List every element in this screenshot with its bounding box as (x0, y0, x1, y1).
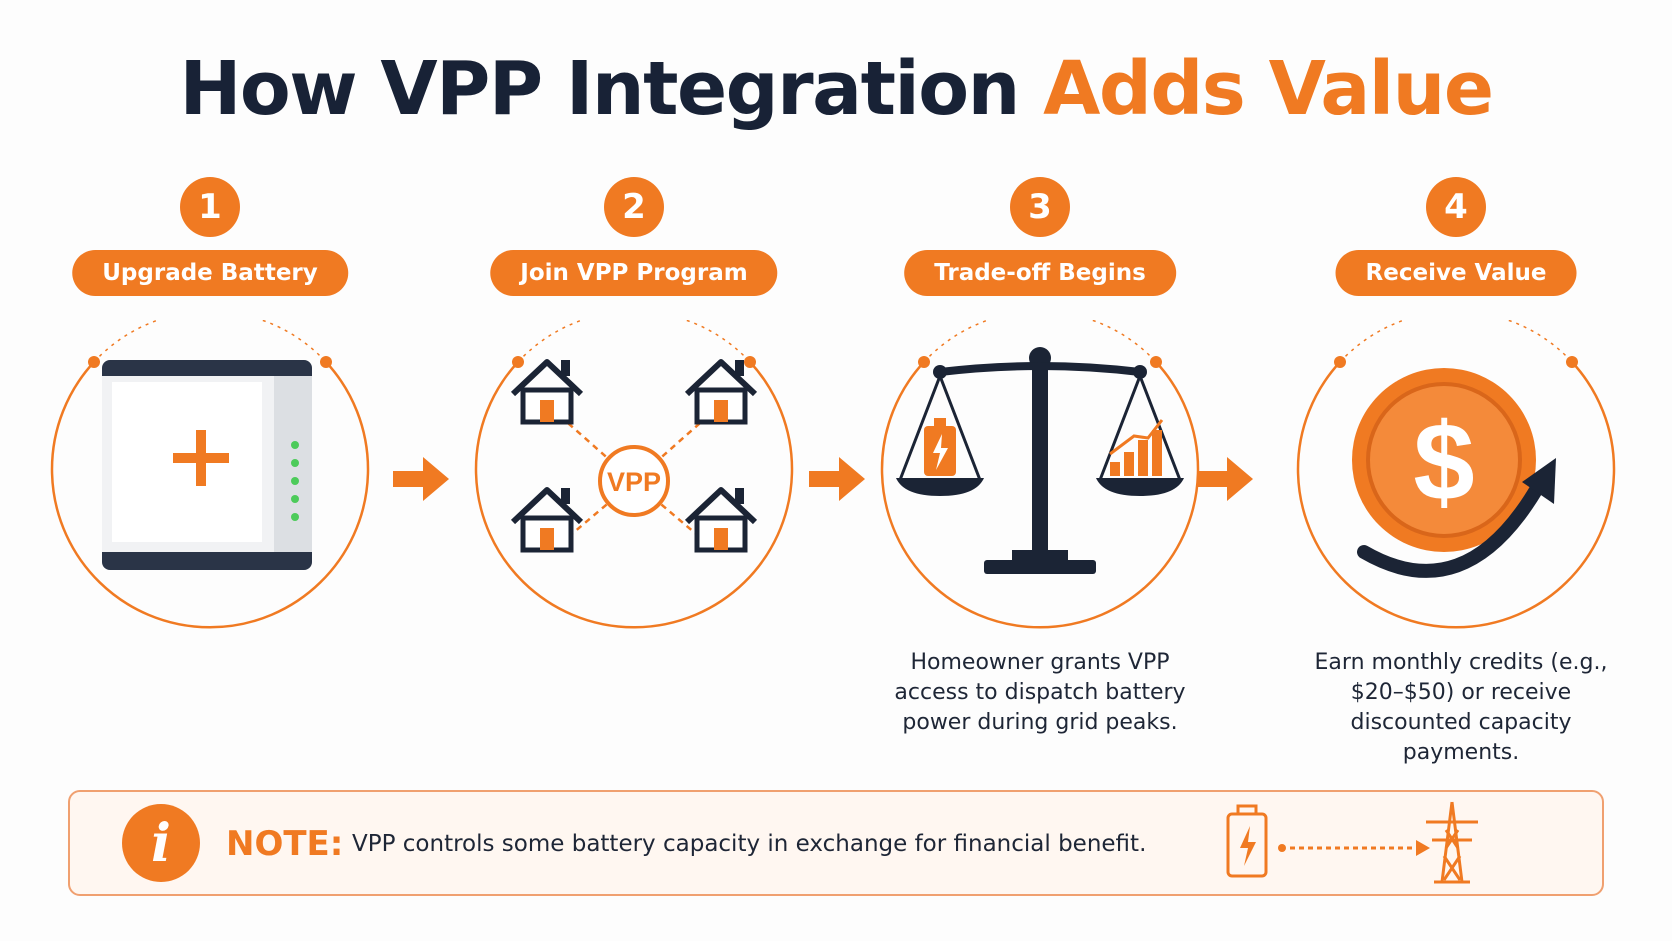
step-4: 4 Receive Value $ Earn monthly credits (… (1246, 0, 1666, 941)
house-icon (684, 487, 758, 553)
step-number: 2 (604, 177, 664, 237)
step-ring (880, 320, 1200, 629)
step-description: Earn monthly credits (e.g., $20–$50) or … (1314, 650, 1608, 765)
note-text: VPP controls some battery capacity in ex… (352, 831, 1147, 857)
title-accent: Adds Value (1043, 46, 1494, 132)
step-label: Upgrade Battery (72, 250, 348, 296)
vpp-hub-label: VPP (607, 467, 661, 497)
battery-to-grid-icon (1226, 801, 1478, 884)
svg-text:$: $ (1413, 401, 1474, 524)
flow-arrow-1 (393, 455, 451, 507)
flow-arrow-2 (809, 455, 867, 507)
flow-arrow-3 (1197, 455, 1255, 507)
title-main: How VPP Integration (179, 46, 1020, 132)
house-icon (510, 487, 584, 553)
page-title: How VPP Integration Adds Value (0, 44, 1672, 134)
note-label: NOTE: (226, 824, 344, 864)
step-ring (50, 320, 370, 629)
dollar-coin-icon: $ (1352, 368, 1556, 578)
vpp-network-icon: VPP (510, 359, 758, 553)
step-2: 2 Join VPP Program (424, 0, 844, 941)
step-label: Trade-off Begins (904, 250, 1176, 296)
bar-chart-icon (1109, 419, 1164, 476)
note-box: i NOTE: VPP controls some battery capaci… (68, 790, 1604, 896)
step-3: 3 Trade-off Begins (830, 0, 1250, 941)
step-label: Join VPP Program (490, 250, 778, 296)
step-ring: $ (1296, 320, 1616, 629)
step-number: 1 (180, 177, 240, 237)
info-icon: i (122, 804, 200, 882)
step-label: Receive Value (1335, 250, 1577, 296)
house-icon (510, 359, 584, 425)
step-number: 3 (1010, 177, 1070, 237)
step-description: Homeowner grants VPP access to dispatch … (894, 650, 1186, 735)
step-number: 4 (1426, 177, 1486, 237)
power-tower-icon (1426, 801, 1478, 884)
battery-icon (924, 418, 956, 476)
battery-icon (1226, 804, 1268, 878)
battery-unit-icon (102, 360, 312, 570)
balance-scale-icon (896, 347, 1184, 574)
house-icon (684, 359, 758, 425)
step-ring: VPP (474, 320, 794, 629)
step-1: 1 Upgrade Battery (0, 0, 420, 941)
